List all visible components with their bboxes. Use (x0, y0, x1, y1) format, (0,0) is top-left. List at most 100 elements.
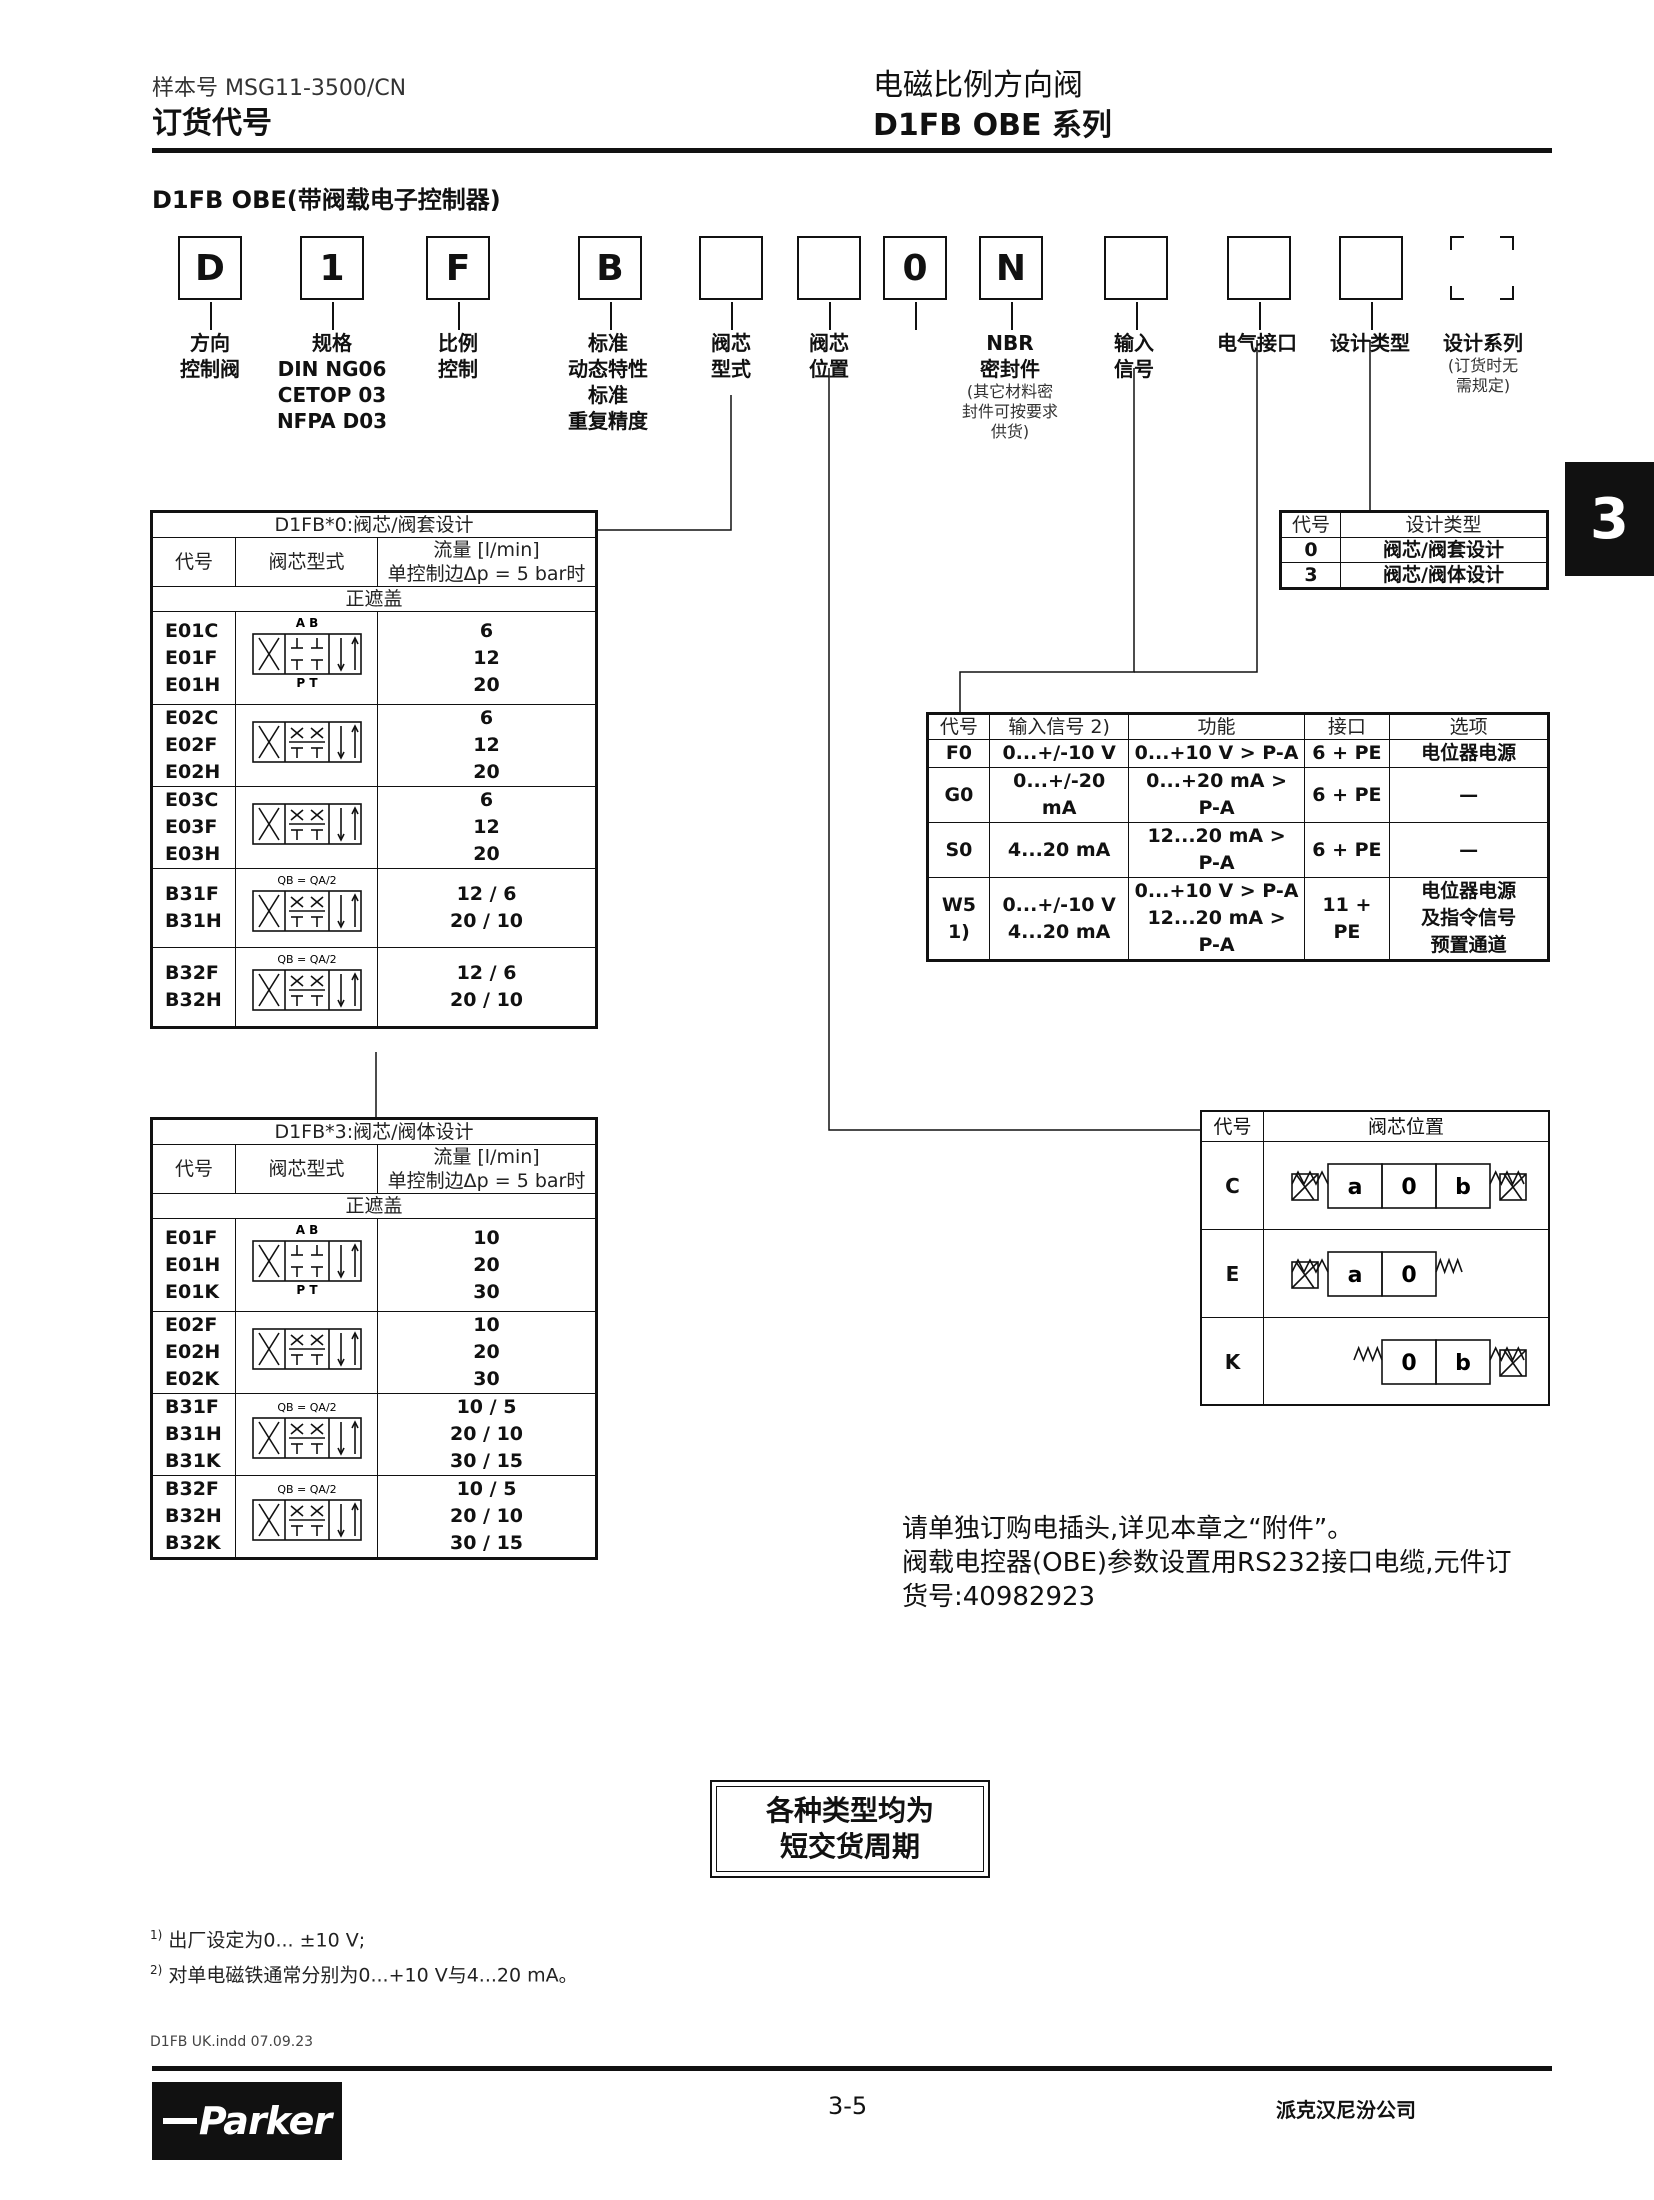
header-code: 代号 (151, 1144, 236, 1194)
spool-code: B31H (165, 910, 222, 932)
file-reference: D1FB UK.indd 07.09.23 (150, 2034, 314, 2050)
design-type-value: 阀芯/阀套设计 (1340, 537, 1548, 563)
badge-line: 各种类型均为 (765, 1794, 934, 1827)
order-code-box (699, 236, 763, 300)
signal-cell-line: 6 + PE (1312, 742, 1382, 764)
signal-cell: 6 + PE (1303, 739, 1391, 768)
section-label: 正遮盖 (151, 586, 597, 612)
label-line: 控制阀 (180, 357, 240, 381)
signal-cell: 0...+/-20 mA (988, 767, 1130, 823)
position-cell-label: b (1455, 1175, 1471, 1200)
footnote: 1) 出厂设定为0... ±10 V; (150, 1928, 366, 1952)
spool-flow: 12 (473, 734, 500, 756)
label-subline: (订货时无 (1447, 356, 1519, 375)
signal-cell-line: 0...+/-10 V (1002, 893, 1116, 916)
position-cell-label: 0 (1401, 1351, 1416, 1376)
spool-flow: 20 / 10 (449, 910, 524, 932)
signal-cell-line: F0 (945, 742, 973, 764)
code-box-tick (210, 302, 212, 330)
position-header-code: 代号 (1202, 1112, 1264, 1141)
spool-flow: 12 / 6 (456, 883, 517, 905)
company-name: 派克汉尼汾公司 (1276, 2098, 1416, 2122)
chapter-tab[interactable]: 3 (1565, 462, 1654, 576)
header-flow: 流量 [l/min]单控制边Δp = 5 bar时 (377, 537, 597, 587)
order-code-box (1339, 236, 1403, 300)
spool-code: E01H (165, 1253, 221, 1276)
note-line: 货号:40982923 (902, 1582, 1096, 1612)
order-code-label: 阀芯位置 (739, 330, 919, 382)
order-code-box (797, 236, 861, 300)
svg-text:QB = QA/2: QB = QA/2 (277, 874, 336, 887)
spool-table-title: D1FB*3:阀芯/阀体设计 (151, 1118, 597, 1145)
signal-cell-line: 4...20 mA (1007, 920, 1111, 943)
parker-logo: Parker (152, 2082, 342, 2160)
label-line: 动态特性 (568, 357, 648, 381)
spool-flow: 30 / 15 (449, 1450, 524, 1472)
page-number: 3-5 (828, 2092, 868, 2120)
label-line: 密封件 (980, 357, 1040, 381)
signal-cell: 0...+20 mA > P-A (1128, 767, 1305, 823)
spool-code: B31F (165, 883, 219, 905)
spool-flow: 20 (473, 673, 500, 696)
header-spool-type: 阀芯型式 (235, 1144, 378, 1194)
spool-flow: 20 / 10 (449, 1505, 524, 1527)
signal-cell: W5 1) (927, 877, 990, 961)
signal-cell-line: 预置通道 (1430, 934, 1507, 956)
signal-cell: G0 (927, 767, 990, 823)
spool-flow: 12 (473, 646, 500, 669)
signal-cell: 6 + PE (1303, 767, 1391, 823)
sample-number: 样本号 MSG11-3500/CN (152, 76, 407, 101)
design-type-code: 3 (1280, 562, 1341, 589)
spool-code: E03C (165, 789, 219, 811)
spool-code: E02H (165, 761, 221, 783)
signal-cell-line: W5 1) (941, 893, 976, 943)
signal-cell-line: 电位器电源 (1421, 880, 1517, 902)
signal-cell-line: 0...+10 V > P-A (1134, 742, 1299, 764)
svg-text:A B: A B (295, 1223, 318, 1237)
spool-flow: 20 / 10 (449, 989, 524, 1011)
code-box-tick (1011, 302, 1013, 330)
spool-code: B31K (165, 1450, 221, 1472)
spool-flow: 30 (473, 1368, 500, 1390)
section-label: 正遮盖 (151, 1193, 597, 1219)
signal-cell-line: 及指令信号 (1421, 907, 1517, 929)
spool-code: E01F (165, 646, 218, 669)
signal-cell-line: 12...20 mA > P-A (1147, 907, 1286, 956)
header-flow: 流量 [l/min]单控制边Δp = 5 bar时 (377, 1144, 597, 1194)
signal-cell-line: 0...+20 mA > P-A (1146, 770, 1287, 819)
code-box-tick (829, 302, 831, 330)
label-line: 阀芯 (711, 331, 751, 355)
label-line: 比例 (438, 331, 478, 355)
signal-header: 功能 (1128, 713, 1305, 740)
signal-cell-line: — (1459, 783, 1479, 806)
subtitle: D1FB OBE(带阀载电子控制器) (152, 186, 501, 214)
spool-code: E02F (165, 734, 218, 756)
signal-cell: — (1389, 822, 1549, 878)
label-subline: 需规定) (1455, 376, 1511, 395)
spool-symbol (235, 704, 378, 787)
order-code-box (1227, 236, 1291, 300)
signal-cell-line: 电位器电源 (1421, 742, 1517, 764)
spool-code: B32F (165, 1478, 219, 1500)
order-code-box: B (578, 236, 642, 300)
spool-group: B31F B31H QB = QA/2 12 / 6 20 / 10 (151, 868, 597, 948)
signal-cell: 12...20 mA > P-A (1128, 822, 1305, 878)
spool-code: B31H (165, 1423, 222, 1445)
signal-cell-line: — (1459, 838, 1479, 861)
